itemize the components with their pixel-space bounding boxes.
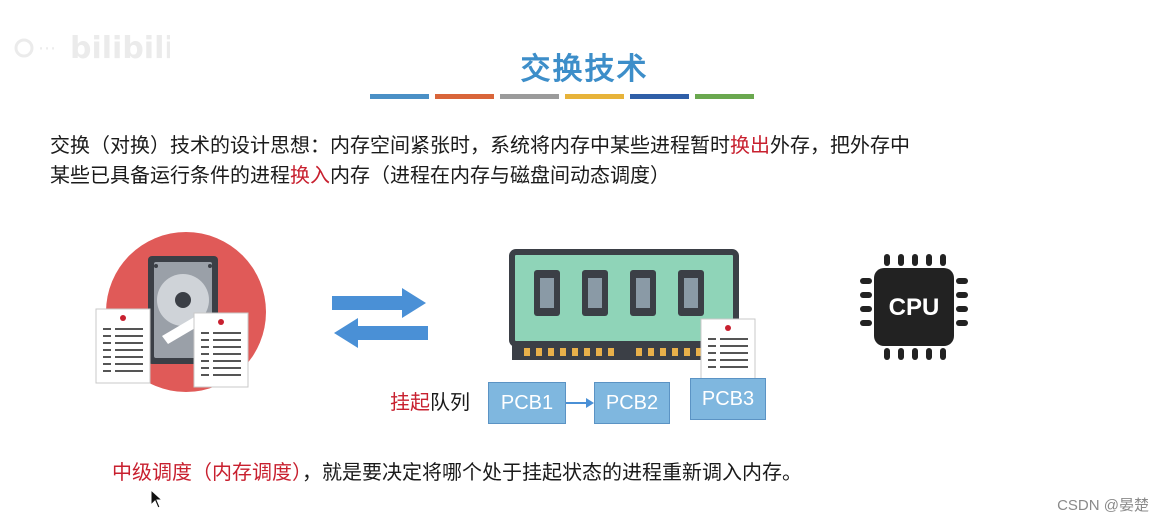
document-icon <box>193 312 249 388</box>
watermark-text: bilibili <box>70 31 170 66</box>
title-underline-stripes <box>370 94 754 100</box>
medium-term-scheduling-definition: 中级调度（内存调度），就是要决定将哪个处于挂起状态的进程重新调入内存。 <box>112 456 802 485</box>
swap-out-highlight: 换出 <box>730 133 770 157</box>
swap-in-highlight: 换入 <box>290 163 330 187</box>
stripe-1 <box>370 94 429 99</box>
stripe-2 <box>435 94 494 99</box>
memory-module-icon <box>509 249 739 360</box>
paragraph-text-2: 外存，把外存中 <box>770 133 910 157</box>
pcb2-box: PCB2 <box>594 382 670 424</box>
svg-text:⋯: ⋯ <box>38 38 56 59</box>
bilibili-watermark-logo: ⋯ bilibili <box>14 31 170 66</box>
cpu-chip-icon: CPU <box>860 254 968 360</box>
stripe-3 <box>500 94 559 99</box>
suspend-queue-label: 挂起队列 <box>390 386 470 415</box>
slide-title: 交换技术 <box>520 52 649 87</box>
paragraph-text-1: 交换（对换）技术的设计思想：内存空间紧张时，系统将内存中某些进程暂时 <box>50 133 730 157</box>
swap-arrows-icon <box>332 288 428 348</box>
stripe-6 <box>695 94 754 99</box>
pcb1-box: PCB1 <box>488 382 566 424</box>
suspend-label-red: 挂起 <box>390 390 430 414</box>
medium-term-scheduling-term: 中级调度（内存调度） <box>112 460 302 484</box>
queue-arrow-icon <box>566 398 594 408</box>
csdn-author-watermark: CSDN @晏楚 <box>1057 497 1149 514</box>
stripe-5 <box>630 94 689 99</box>
pcb3-box: PCB3 <box>690 378 766 420</box>
queue-label-text: 队列 <box>430 390 470 414</box>
cpu-label: CPU <box>889 294 940 321</box>
document-icon <box>95 308 151 384</box>
design-idea-paragraph: 交换（对换）技术的设计思想：内存空间紧张时，系统将内存中某些进程暂时换出外存，把… <box>50 130 1130 190</box>
definition-text: ，就是要决定将哪个处于挂起状态的进程重新调入内存。 <box>302 460 802 484</box>
stripe-4 <box>565 94 624 99</box>
paragraph-text-3: 某些已具备运行条件的进程 <box>50 163 290 187</box>
paragraph-text-4: 内存（进程在内存与磁盘间动态调度） <box>330 163 670 187</box>
mouse-cursor-icon <box>150 489 164 509</box>
